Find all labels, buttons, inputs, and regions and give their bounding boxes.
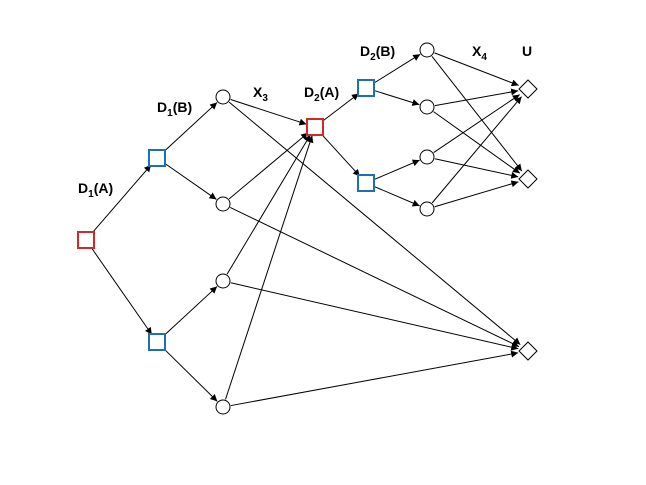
edge-d1a-to-d1b_b — [90, 247, 153, 335]
edge-d1b_t-to-c1 — [163, 102, 218, 153]
decision-node-d1b_t — [148, 149, 166, 167]
edge-d2b_t-to-e2 — [374, 90, 420, 106]
edge-c1-to-u3 — [228, 101, 521, 345]
chance-node-e3 — [419, 149, 435, 165]
edge-e1-to-u1 — [434, 52, 519, 87]
label-d1a: D1(A) — [78, 180, 113, 200]
edge-c2-to-d2a — [228, 132, 309, 200]
utility-node-u1 — [518, 79, 538, 99]
edge-d2a-to-d2b_b — [320, 133, 361, 177]
label-x4: X4 — [472, 43, 487, 63]
edge-c2-to-u3 — [229, 207, 520, 348]
label-x3: X3 — [253, 84, 268, 104]
edge-e3-to-u2 — [434, 158, 519, 179]
edge-c3-to-u3 — [230, 282, 519, 351]
decision-node-d1b_b — [148, 333, 166, 351]
chance-node-e2 — [419, 99, 435, 115]
edge-e2-to-u2 — [433, 111, 521, 174]
edge-c3-to-d2a — [226, 134, 311, 275]
chance-node-e4 — [419, 201, 435, 217]
decision-node-d2b_t — [357, 79, 375, 97]
edge-e4-to-u2 — [434, 180, 519, 208]
edge-d2b_b-to-e4 — [374, 186, 420, 207]
label-d2a: D2(A) — [304, 84, 339, 104]
edge-c1-to-d2a — [230, 99, 307, 126]
edge-d2a-to-d2b_t — [321, 93, 360, 122]
edge-c4-to-u3 — [230, 350, 519, 407]
chance-node-e1 — [419, 42, 435, 58]
edge-d2b_b-to-e3 — [374, 159, 420, 180]
label-d2b: D2(B) — [360, 43, 395, 63]
chance-node-c1 — [215, 89, 231, 105]
chance-node-c2 — [215, 196, 231, 212]
edge-e1-to-u2 — [431, 55, 523, 172]
utility-node-u2 — [518, 169, 538, 189]
chance-node-c4 — [215, 399, 231, 415]
edges-group — [90, 52, 523, 407]
edge-d1a-to-d1b_t — [91, 164, 152, 234]
decision-node-d2b_b — [357, 174, 375, 192]
edge-e2-to-u1 — [434, 88, 519, 107]
edge-d1b_b-to-c4 — [163, 347, 218, 402]
edge-d1b_b-to-c3 — [163, 286, 218, 337]
edge-d2b_t-to-e1 — [373, 53, 421, 84]
edge-c4-to-d2a — [225, 135, 314, 400]
decision-node-d1a — [77, 231, 95, 249]
chance-node-c3 — [215, 273, 231, 289]
decision-node-d2a — [306, 118, 324, 136]
edge-e4-to-u1 — [431, 96, 522, 204]
utility-node-u3 — [518, 341, 538, 361]
label-u: U — [522, 43, 532, 59]
nodes-group — [77, 42, 538, 415]
label-d1b: D1(B) — [157, 99, 192, 119]
edge-e3-to-u1 — [433, 94, 520, 153]
edge-d1b_t-to-c2 — [164, 162, 217, 200]
